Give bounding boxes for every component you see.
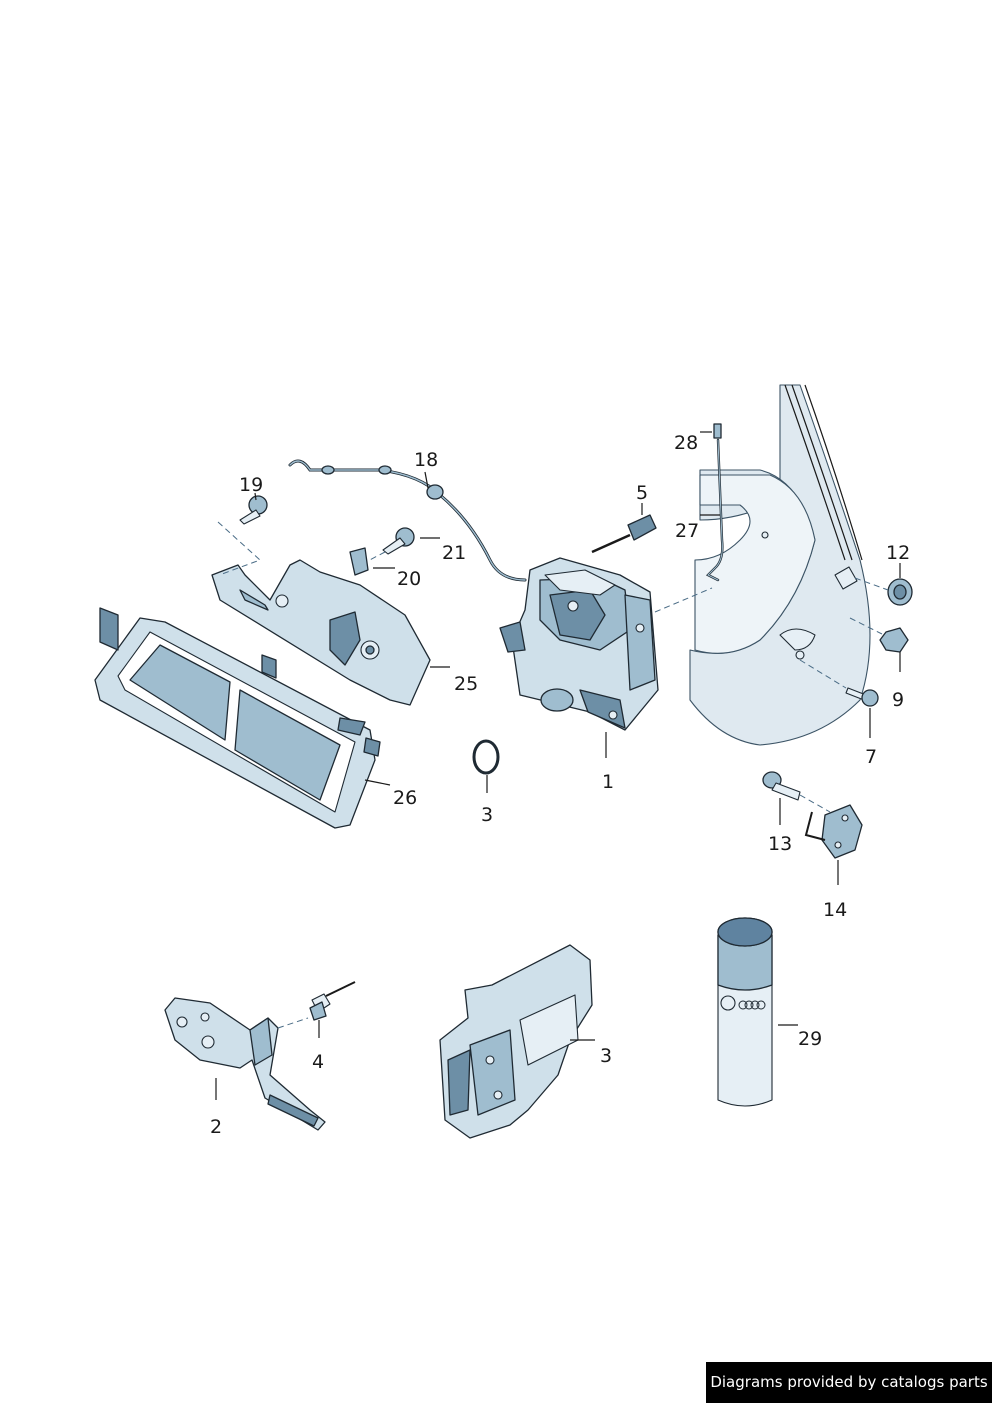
callout-2: 2: [210, 1116, 222, 1138]
credit-banner: Diagrams provided by catalogs parts: [706, 1362, 992, 1403]
part-3-seal-ring: [472, 739, 500, 793]
callout-29: 29: [798, 1028, 822, 1050]
callout-21: 21: [442, 542, 466, 564]
callout-4: 4: [312, 1051, 324, 1073]
part-25-handle-bezel: [211, 559, 450, 706]
callout-19: 19: [239, 474, 263, 496]
callout-25: 25: [454, 673, 478, 695]
callout-14: 14: [823, 899, 847, 921]
callout-13: 13: [768, 833, 792, 855]
callout-3-holder: 3: [600, 1045, 612, 1067]
part-9-nut: [849, 617, 909, 672]
part-12-cap-nut: [854, 563, 913, 606]
part-29-spray-can: [717, 917, 798, 1107]
part-7-bolt: [799, 659, 879, 738]
part-4-rivet: [309, 981, 356, 1038]
callout-20: 20: [397, 568, 421, 590]
part-14-striker: [804, 804, 863, 885]
callout-7: 7: [865, 746, 877, 768]
part-19-screw: [217, 492, 268, 575]
callout-9: 9: [892, 689, 904, 711]
part-3-lock-holder: [439, 944, 595, 1139]
part-26-handle-frame: [94, 607, 391, 829]
callout-28: 28: [674, 432, 698, 454]
part-1-door-lock: [499, 557, 713, 758]
callout-12: 12: [886, 542, 910, 564]
part-18-bowden-cable: [288, 459, 527, 582]
part-2-bracket: [164, 997, 326, 1131]
part-27-link-rod: [700, 423, 724, 582]
callout-18: 18: [414, 449, 438, 471]
door-pillar-body: [689, 384, 871, 746]
part-21-bolt: [359, 527, 440, 566]
callout-1: 1: [602, 771, 614, 793]
part-20-clip-nut: [349, 547, 395, 576]
four-rings-logo: [738, 1000, 766, 1010]
callout-5: 5: [636, 482, 648, 504]
callout-27: 27: [675, 520, 699, 542]
callout-3-seal: 3: [481, 804, 493, 826]
part-13-screw: [762, 771, 831, 825]
callout-26: 26: [393, 787, 417, 809]
part-5-pin: [591, 503, 657, 554]
